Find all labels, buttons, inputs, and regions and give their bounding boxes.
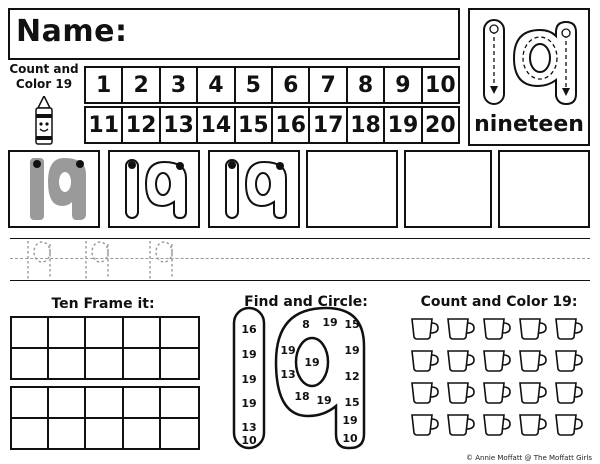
find-number[interactable]: 16 [241, 323, 257, 336]
copyright-credit: © Annie Moffatt @ The Moffatt Girls [466, 454, 592, 462]
cup-icon[interactable] [554, 348, 584, 376]
count-color-title: Count and Color 19: [420, 294, 578, 310]
dotted-19-tracing [27, 241, 173, 279]
number-cell[interactable]: 10 [425, 72, 456, 98]
trace-box-outline-1 [108, 150, 200, 228]
cup-icon[interactable] [518, 380, 548, 408]
find-circle-title: Find and Circle: [244, 294, 368, 310]
number-cell[interactable]: 12 [123, 108, 161, 142]
number-cell[interactable]: 18 [348, 108, 386, 142]
handwriting-mid-line [10, 258, 590, 259]
cup-icon[interactable] [482, 348, 512, 376]
number-cell[interactable]: 11 [86, 108, 124, 142]
cup-icon[interactable] [410, 412, 440, 440]
number-cell[interactable]: 1 [86, 68, 124, 102]
cup-icon[interactable] [554, 380, 584, 408]
handwriting-base-line [10, 280, 590, 281]
number-cell[interactable]: 5 [236, 68, 274, 102]
featured-number-card [468, 8, 590, 146]
find-number[interactable]: 15 [344, 318, 359, 331]
cup-icon[interactable] [554, 412, 584, 440]
number-cell[interactable]: 7 [310, 68, 348, 102]
traceable-19-graphic [483, 19, 577, 106]
cup-icon[interactable] [446, 316, 476, 344]
find-number[interactable]: 12 [344, 370, 359, 383]
cup-icon[interactable] [410, 316, 440, 344]
find-number[interactable]: 19 [280, 344, 295, 357]
cup-icon[interactable] [518, 316, 548, 344]
find-number[interactable]: 19 [322, 316, 337, 329]
cup-icon[interactable] [410, 380, 440, 408]
cup-icon[interactable] [446, 412, 476, 440]
ten-frame-2[interactable] [10, 386, 200, 450]
find-number[interactable]: 19 [304, 356, 319, 369]
find-number[interactable]: 18 [294, 390, 309, 403]
number-cell[interactable]: 9 [385, 68, 423, 102]
find-number[interactable]: 19 [344, 344, 359, 357]
cup-icon[interactable] [482, 316, 512, 344]
find-number[interactable]: 15 [344, 396, 359, 409]
find-number[interactable]: 8 [302, 318, 310, 331]
cup-icon[interactable] [446, 348, 476, 376]
number-cell[interactable]: 3 [161, 68, 199, 102]
handwriting-top-line [10, 238, 590, 239]
find-number[interactable]: 19 [241, 397, 256, 410]
number-cell[interactable]: 6 [273, 68, 311, 102]
ten-frame-title: Ten Frame it: [51, 296, 155, 312]
number-cell[interactable]: 19 [385, 108, 423, 142]
find-number[interactable]: 19 [342, 414, 357, 427]
cup-icon[interactable] [410, 348, 440, 376]
find-number[interactable]: 19 [241, 373, 256, 386]
find-number[interactable]: 13 [241, 421, 256, 434]
cup-icon[interactable] [518, 412, 548, 440]
number-cell[interactable]: 2 [123, 68, 161, 102]
number-cell[interactable]: 17 [310, 108, 348, 142]
write-box-1[interactable] [306, 150, 398, 228]
cup-grid [410, 316, 590, 444]
trace-box-outline-2 [208, 150, 300, 228]
number-cell[interactable]: 14 [198, 108, 236, 142]
number-cell[interactable]: 4 [198, 68, 236, 102]
number-cell[interactable]: 15 [236, 108, 274, 142]
number-cell[interactable]: 13 [161, 108, 199, 142]
find-number[interactable]: 19 [241, 348, 256, 361]
cup-icon[interactable] [446, 380, 476, 408]
find-number[interactable]: 10 [241, 434, 257, 447]
cup-icon[interactable] [554, 316, 584, 344]
write-box-3[interactable] [498, 150, 590, 228]
trace-box-gray [8, 150, 100, 228]
name-field[interactable] [8, 8, 460, 60]
find-number[interactable]: 13 [280, 368, 295, 381]
cup-icon[interactable] [518, 348, 548, 376]
find-circle-19-graphic: 16 19 19 19 13 10 8 19 15 19 13 18 19 19… [232, 306, 366, 450]
number-word: nineteen [474, 112, 584, 137]
number-cell[interactable]: 20 [425, 112, 456, 138]
number-cell[interactable]: 16 [273, 108, 311, 142]
crayon-icon [35, 96, 53, 145]
write-box-2[interactable] [404, 150, 492, 228]
name-label: Name: [16, 14, 128, 49]
find-number[interactable]: 19 [316, 394, 331, 407]
number-cell[interactable]: 8 [348, 68, 386, 102]
find-number[interactable]: 10 [342, 432, 358, 445]
cup-icon[interactable] [482, 412, 512, 440]
ten-frame-1[interactable] [10, 316, 200, 380]
count-color-label: Count and Color 19 [9, 62, 79, 91]
cup-icon[interactable] [482, 380, 512, 408]
